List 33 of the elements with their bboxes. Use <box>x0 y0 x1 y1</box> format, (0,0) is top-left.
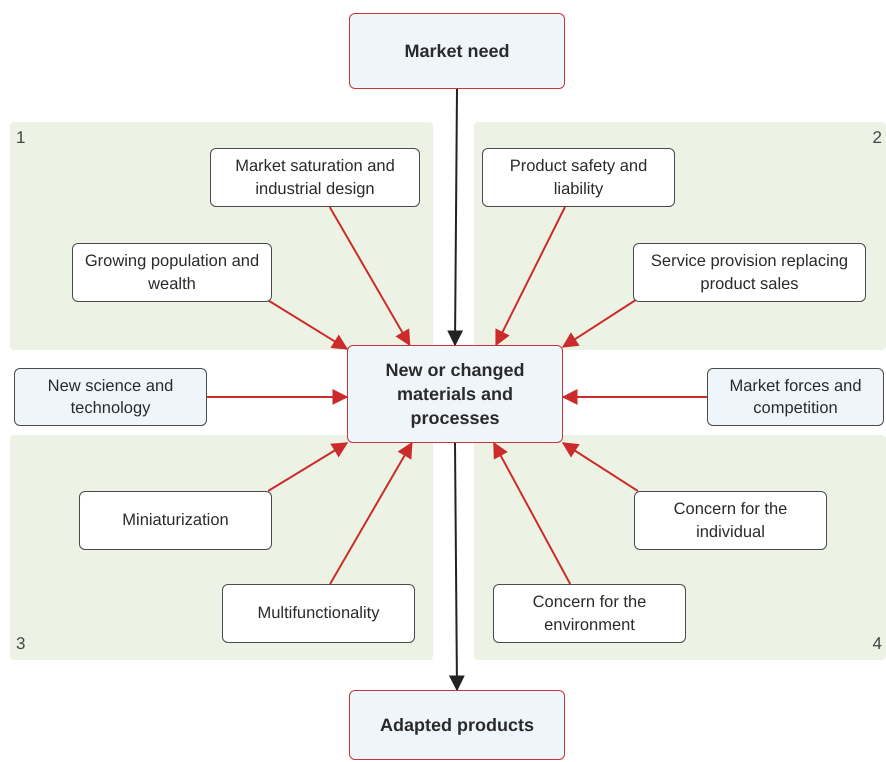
quadrant-panel <box>474 435 886 660</box>
quadrant-panel <box>474 122 886 350</box>
arrow <box>493 442 572 584</box>
arrow <box>268 442 348 492</box>
arrow <box>329 442 413 584</box>
panel-number: 2 <box>872 128 882 148</box>
process-box: Adapted products <box>349 690 565 760</box>
factor-box: Concern for the environment <box>493 584 686 643</box>
factor-box: Service provision replacing product sales <box>633 243 866 302</box>
factor-box: Concern for the individual <box>634 491 827 550</box>
quadrant-panel <box>10 122 433 350</box>
factor-box: Miniaturization <box>79 491 272 550</box>
process-box: Market need <box>349 13 565 89</box>
quadrant-panel <box>10 435 433 660</box>
process-box: New or changed materials and processes <box>347 345 563 443</box>
panel-number: 1 <box>16 128 26 148</box>
factor-box: Multifunctionality <box>222 584 415 643</box>
factor-box: Market saturation and industrial design <box>210 148 420 207</box>
arrow <box>447 89 464 346</box>
arrow <box>328 206 410 346</box>
arrow <box>267 299 348 350</box>
factor-box: Market forces and competition <box>707 368 884 426</box>
factor-box: Growing population and wealth <box>72 243 272 302</box>
arrow <box>448 443 465 692</box>
factor-box: New science and technology <box>14 368 207 426</box>
factor-box: Product safety and liability <box>482 148 675 207</box>
arrow <box>207 388 348 405</box>
panel-number: 4 <box>872 634 882 654</box>
arrow <box>495 206 566 346</box>
panel-number: 3 <box>16 634 26 654</box>
arrow <box>562 442 638 492</box>
arrow <box>562 388 707 405</box>
arrow <box>562 299 636 348</box>
